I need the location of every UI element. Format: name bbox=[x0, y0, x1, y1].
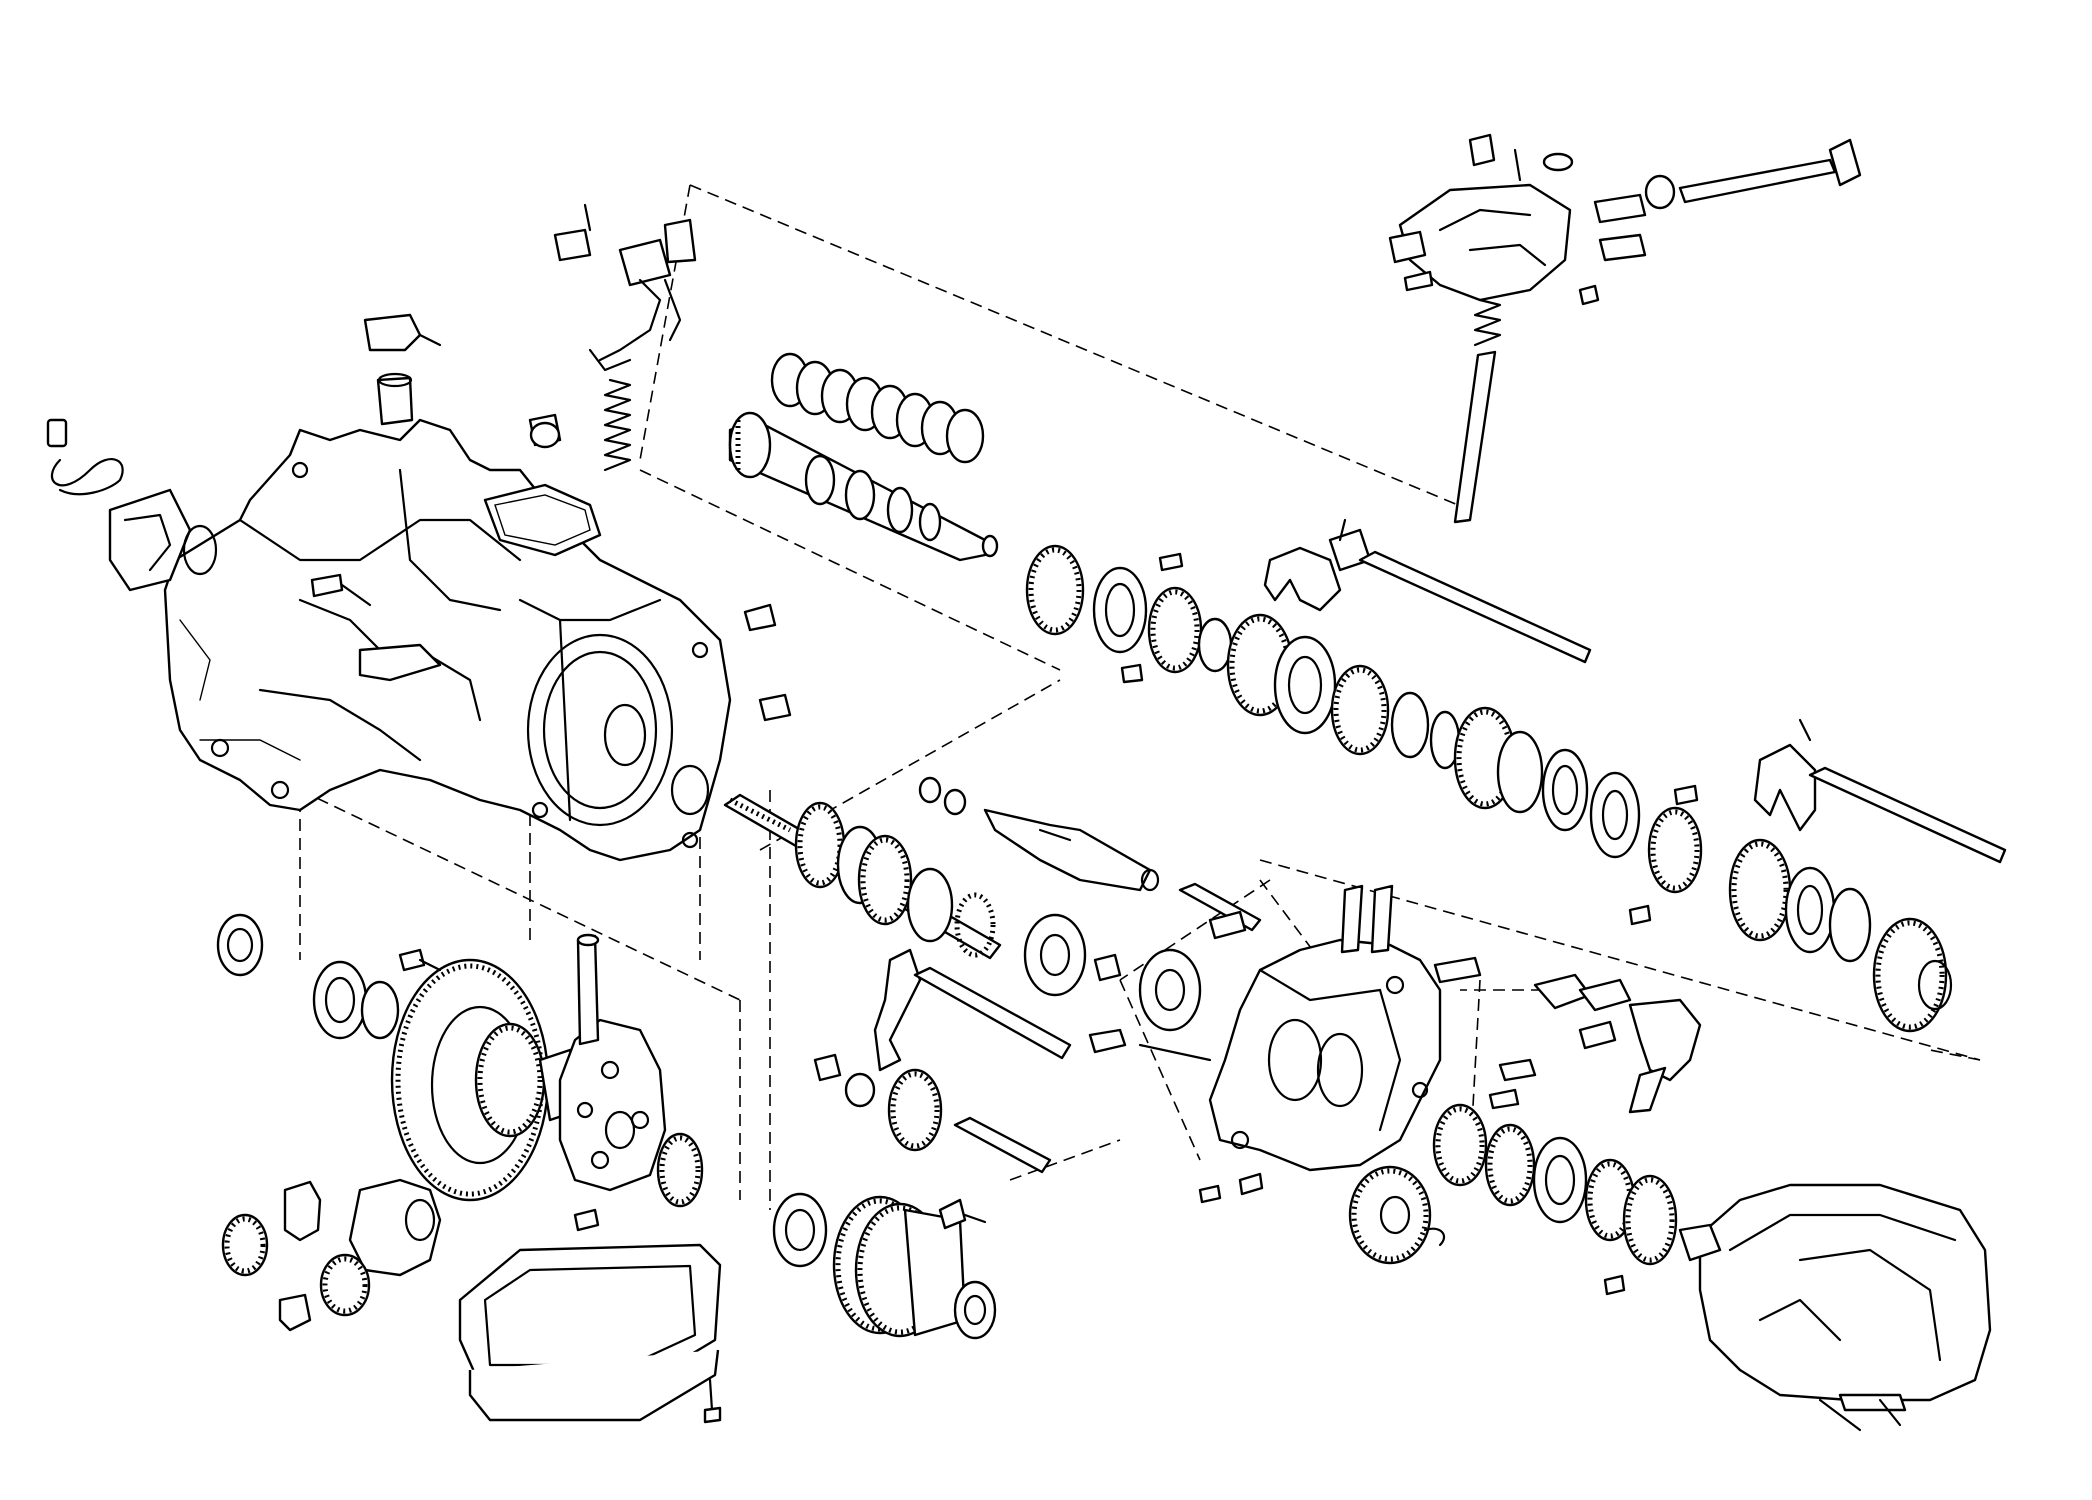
shift-selector-assembly bbox=[529, 203, 697, 472]
output-shaft bbox=[723, 793, 1087, 997]
transmission-case bbox=[163, 418, 732, 862]
input-shaft bbox=[728, 411, 999, 562]
case-bolts bbox=[310, 573, 792, 722]
rear-case-gears bbox=[1348, 1103, 1678, 1296]
shift-fork-upper bbox=[1263, 518, 1592, 664]
bearing-mid bbox=[1093, 948, 1202, 1032]
shift-fork-right bbox=[1753, 718, 2007, 864]
side-cover bbox=[1678, 1183, 1992, 1432]
shift-tower-housing bbox=[1388, 133, 1862, 524]
speed-sensor-harness bbox=[46, 418, 218, 592]
rear-shift-linkage bbox=[1488, 973, 1702, 1114]
synchro-rings-row bbox=[770, 352, 985, 464]
differential-pinion-gears bbox=[221, 1178, 442, 1332]
rear-end-case bbox=[1088, 884, 1482, 1204]
differential-assembly bbox=[216, 913, 704, 1232]
bearing-lower-center bbox=[772, 1192, 997, 1340]
reverse-idler-fork bbox=[873, 948, 1072, 1072]
shift-rail-middle bbox=[918, 776, 1262, 932]
upper-gear-train bbox=[1025, 544, 1953, 1033]
vehicle-speed-sensor bbox=[363, 313, 442, 426]
reverse-idler-gear bbox=[813, 1053, 1052, 1174]
oil-pan-gaskets bbox=[458, 1243, 722, 1424]
